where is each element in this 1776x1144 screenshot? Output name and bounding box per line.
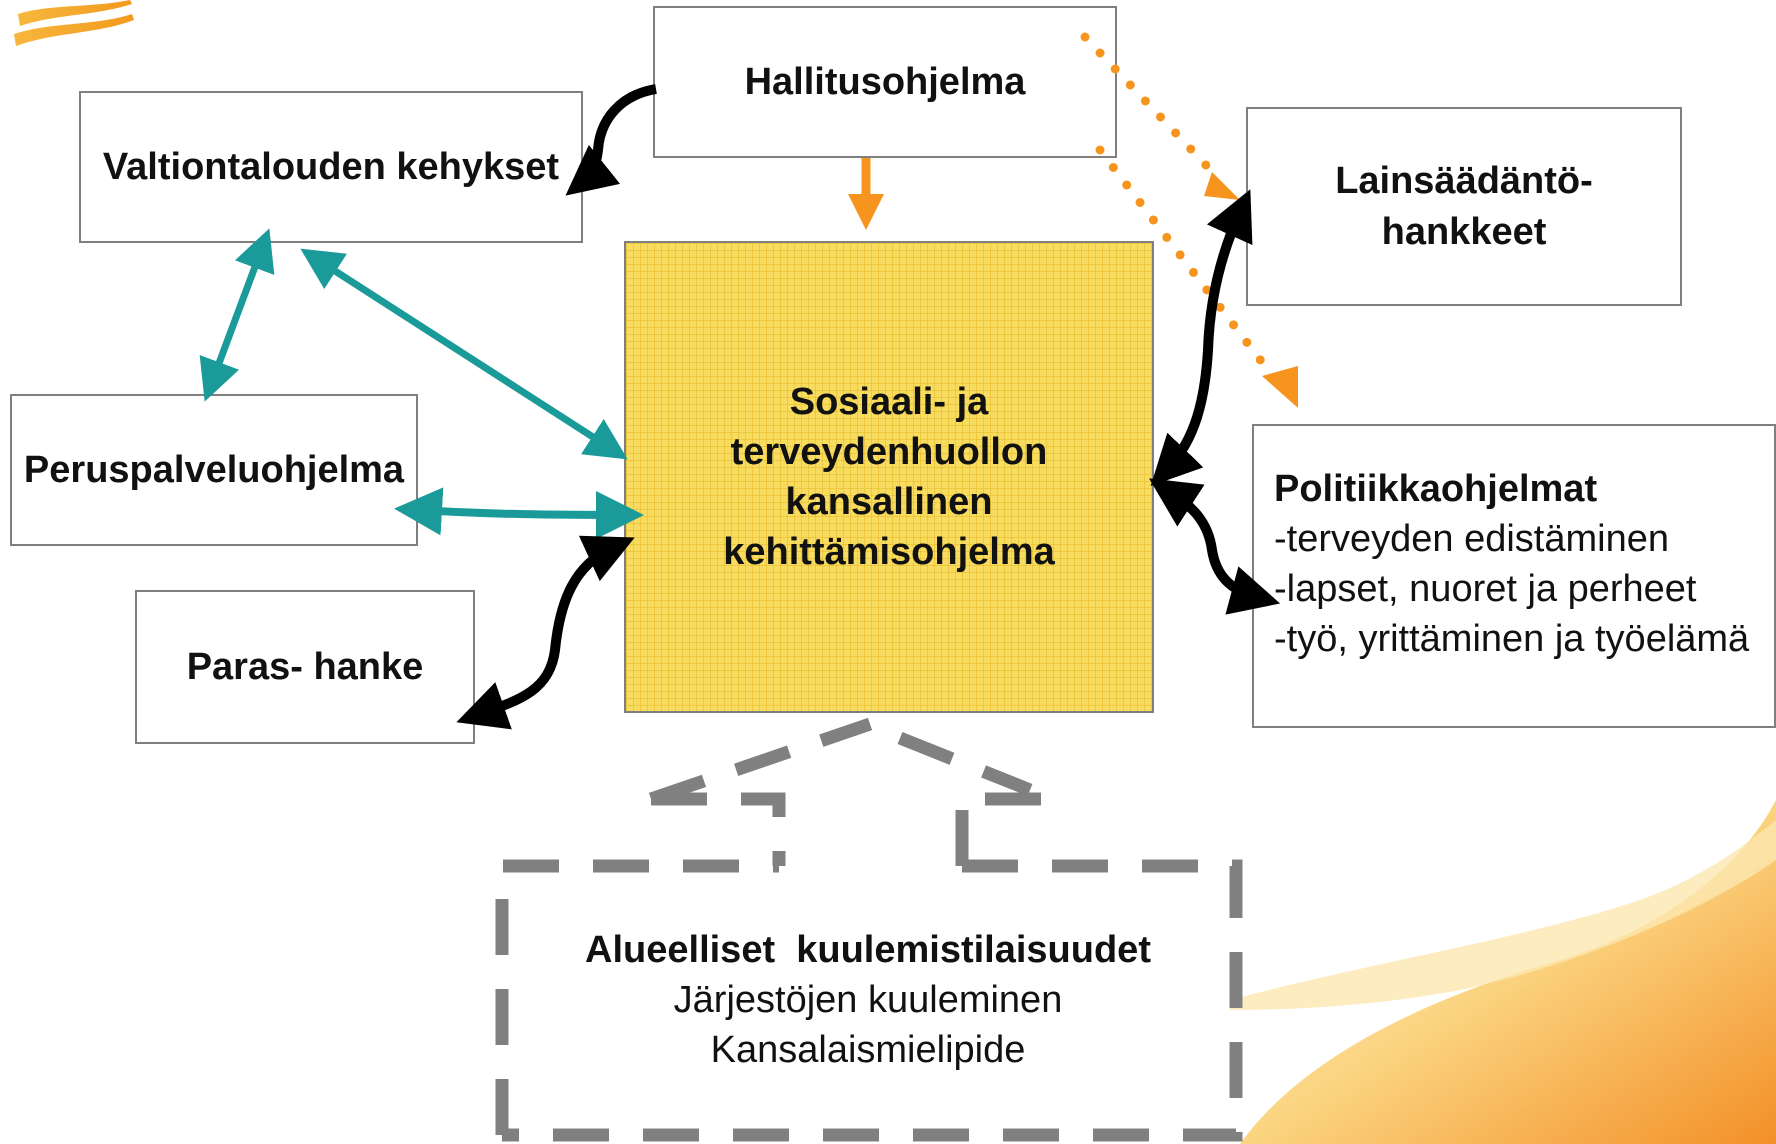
politiikka-box: Politiikkaohjelmat -terveyden edistämine… (1252, 424, 1776, 728)
politiikka-item-3: -työ, yrittäminen ja työelämä (1274, 618, 1750, 661)
arrow-valtio-central (300, 248, 628, 460)
politiikka-item-1: -terveyden edistäminen (1274, 518, 1669, 561)
central-programme-box: Sosiaali- ja terveydenhuollon kansalline… (624, 241, 1154, 713)
politiikka-title: Politiikkaohjelmat (1274, 468, 1598, 510)
central-line-3: kansallinen (785, 481, 993, 523)
arrow-hallitus-valtio (565, 84, 658, 196)
hallitusohjelma-label: Hallitusohjelma (744, 60, 1026, 103)
dotted-arrow-head-politiikka (1262, 366, 1298, 408)
arrow-perus-central (394, 487, 644, 539)
orange-wave (1240, 800, 1776, 1144)
arrow-paras-central (456, 535, 635, 730)
alueelliset-line-1: Järjestöjen kuuleminen (673, 978, 1063, 1021)
politiikka-item-2: -lapset, nuoret ja perheet (1274, 568, 1697, 611)
orange-wave-light (1230, 820, 1776, 1010)
dotted-arrow-hallitus-laki (1080, 32, 1225, 185)
alueelliset-title: Alueelliset kuulemistilaisuudet (585, 928, 1151, 971)
valtiontalous-box: Valtiontalouden kehykset (79, 91, 583, 243)
central-line-1: Sosiaali- ja (789, 380, 989, 423)
lainsaadanto-line-1: Lainsäädäntö- (1335, 160, 1593, 203)
lainsaadanto-box: Lainsäädäntö- hankkeet (1246, 107, 1682, 306)
dotted-arrow-head-laki (1204, 172, 1240, 200)
alueelliset-line-2: Kansalaismielipide (710, 1029, 1026, 1072)
arrow-valtio-perus (199, 228, 275, 402)
dotted-arrow-hallitus-politiikka (1095, 145, 1273, 375)
arrow-central-laki (1150, 189, 1253, 487)
paras-box: Paras- hanke (135, 590, 475, 744)
lainsaadanto-line-2: hankkeet (1381, 210, 1547, 253)
valtiontalous-label: Valtiontalouden kehykset (102, 145, 560, 188)
dashed-house-outline (495, 717, 1243, 1142)
central-line-4: kehittämisohjelma (723, 531, 1055, 574)
arrow-central-politiikka (1149, 478, 1281, 615)
hallitusohjelma-box: Hallitusohjelma (653, 6, 1117, 158)
alueelliset-box: Alueelliset kuulemistilaisuudet Järjestö… (496, 856, 1240, 1144)
paras-label: Paras- hanke (186, 645, 424, 688)
central-line-2: terveydenhuollon (730, 430, 1048, 473)
logo-swoosh (14, 0, 134, 46)
peruspalvelu-box: Peruspalveluohjelma (10, 394, 418, 546)
